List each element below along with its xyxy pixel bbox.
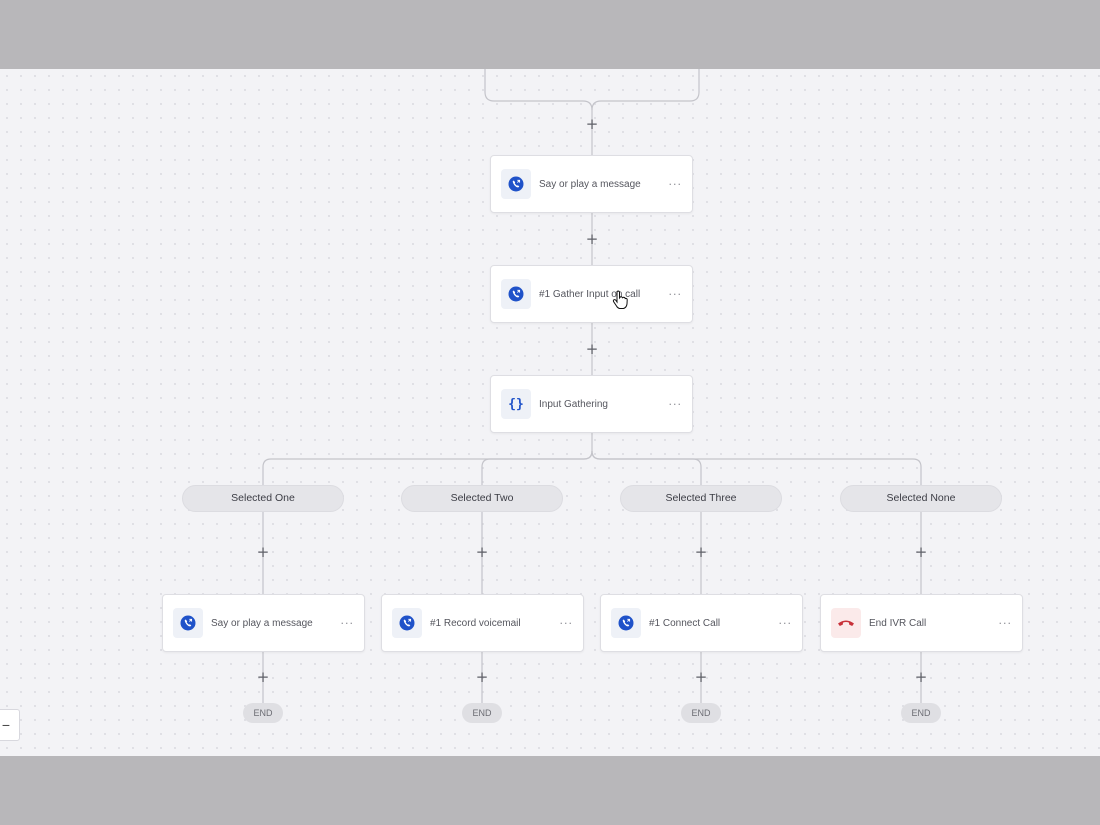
- flow-node-end-ivr-call[interactable]: End IVR Call ···: [820, 594, 1023, 652]
- phone-icon: [392, 608, 422, 638]
- add-step-button[interactable]: +: [694, 668, 708, 686]
- end-marker: END: [462, 703, 502, 723]
- branch-label-selected-two[interactable]: Selected Two: [401, 485, 563, 512]
- more-options-icon[interactable]: ···: [340, 616, 354, 630]
- more-options-icon[interactable]: ···: [668, 287, 682, 301]
- more-options-icon[interactable]: ···: [559, 616, 573, 630]
- phone-icon: [611, 608, 641, 638]
- zoom-out-button[interactable]: −: [0, 709, 20, 741]
- end-marker: END: [901, 703, 941, 723]
- node-label: #1 Gather Input on call: [539, 288, 641, 300]
- phone-icon: [501, 169, 531, 199]
- more-options-icon[interactable]: ···: [778, 616, 792, 630]
- add-step-button[interactable]: +: [914, 668, 928, 686]
- hand-cursor-icon: [612, 290, 628, 309]
- node-label: Say or play a message: [539, 178, 641, 190]
- more-options-icon[interactable]: ···: [668, 177, 682, 191]
- add-step-button[interactable]: +: [256, 543, 270, 561]
- node-label: #1 Record voicemail: [430, 617, 521, 629]
- hangup-icon: [831, 608, 861, 638]
- branch-label-selected-none[interactable]: Selected None: [840, 485, 1002, 512]
- flow-node-gather-input[interactable]: #1 Gather Input on call ···: [490, 265, 693, 323]
- flow-node-record-voicemail[interactable]: #1 Record voicemail ···: [381, 594, 584, 652]
- add-step-button[interactable]: +: [585, 230, 599, 248]
- zoom-out-label: −: [1, 717, 11, 733]
- flow-canvas[interactable]: + + + Say or play a message ··· #1 Gathe…: [0, 69, 1100, 756]
- flow-node-input-gathering[interactable]: {} Input Gathering ···: [490, 375, 693, 433]
- add-step-button[interactable]: +: [256, 668, 270, 686]
- add-step-button[interactable]: +: [694, 543, 708, 561]
- node-label: Input Gathering: [539, 398, 608, 410]
- add-step-button[interactable]: +: [475, 668, 489, 686]
- node-label: End IVR Call: [869, 617, 927, 629]
- phone-icon: [173, 608, 203, 638]
- flow-node-branch-say-message[interactable]: Say or play a message ···: [162, 594, 365, 652]
- more-options-icon[interactable]: ···: [668, 397, 682, 411]
- add-step-button[interactable]: +: [585, 340, 599, 358]
- end-marker: END: [243, 703, 283, 723]
- braces-icon: {}: [501, 389, 531, 419]
- flow-connectors: [262, 69, 922, 703]
- more-options-icon[interactable]: ···: [998, 616, 1012, 630]
- phone-icon: [501, 279, 531, 309]
- node-label: Say or play a message: [211, 617, 313, 629]
- branch-label-selected-one[interactable]: Selected One: [182, 485, 344, 512]
- flow-node-say-message[interactable]: Say or play a message ···: [490, 155, 693, 213]
- add-step-button[interactable]: +: [585, 115, 599, 133]
- add-step-button[interactable]: +: [914, 543, 928, 561]
- end-marker: END: [681, 703, 721, 723]
- flow-node-connect-call[interactable]: #1 Connect Call ···: [600, 594, 803, 652]
- node-label: #1 Connect Call: [649, 617, 721, 629]
- add-step-button[interactable]: +: [475, 543, 489, 561]
- branch-label-selected-three[interactable]: Selected Three: [620, 485, 782, 512]
